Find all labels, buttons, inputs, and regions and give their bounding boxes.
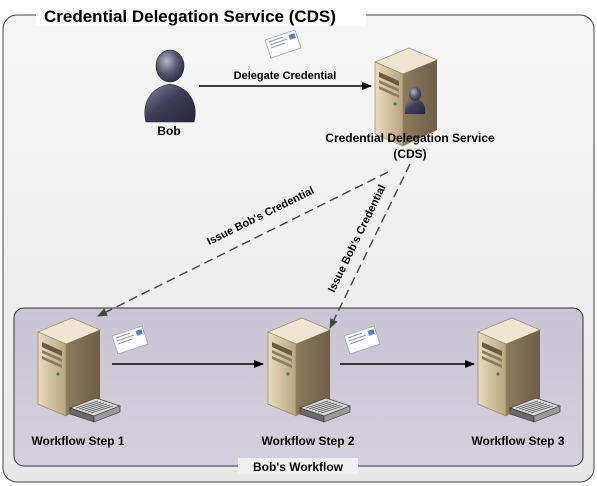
step2-label: Workflow Step 2 xyxy=(261,434,354,448)
workflow-label: Bob's Workflow xyxy=(253,460,344,474)
panel-title: Credential Delegation Service (CDS) xyxy=(44,7,336,26)
step3-label: Workflow Step 3 xyxy=(471,434,564,448)
delegate-label: Delegate Credential xyxy=(234,70,337,82)
title-backdrop xyxy=(36,4,366,26)
issue-arrow-step1 xyxy=(97,171,389,317)
issue-arrow-step2 xyxy=(329,163,411,329)
cds-label-line2: (CDS) xyxy=(393,147,426,161)
cds-admin-person-icon xyxy=(404,87,426,114)
bob-label: Bob xyxy=(157,124,180,138)
step1-label: Workflow Step 1 xyxy=(31,434,124,448)
cds-label-line1: Credential Delegation Service xyxy=(325,131,495,145)
bob-person-icon xyxy=(144,49,196,123)
workflow-label-backdrop xyxy=(238,458,358,474)
